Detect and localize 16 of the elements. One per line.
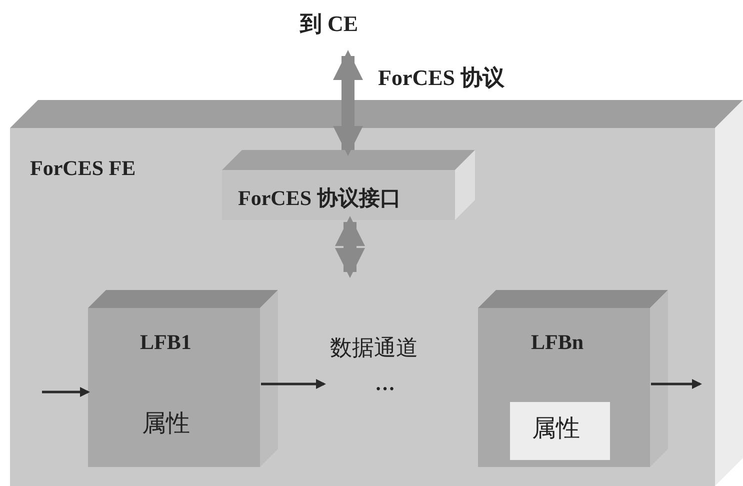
arrow bbox=[42, 387, 90, 397]
edge-label: ForCES 协议 bbox=[378, 66, 504, 90]
arrow bbox=[651, 379, 702, 389]
block-arrow bbox=[335, 216, 365, 278]
attribute-box bbox=[510, 402, 610, 460]
destination-label: 到 CE bbox=[300, 12, 358, 36]
box-title: LFB1 bbox=[140, 330, 192, 354]
ellipsis-label: … bbox=[375, 372, 395, 396]
data-path-label: 数据通道 bbox=[330, 336, 418, 360]
block-arrow bbox=[333, 50, 363, 156]
attribute-label: 属性 bbox=[142, 412, 190, 436]
box-title: ForCES FE bbox=[30, 156, 136, 180]
box-title: ForCES 协议接口 bbox=[238, 186, 401, 210]
arrow bbox=[261, 379, 326, 389]
attribute-label: 属性 bbox=[532, 417, 580, 441]
box-title: LFBn bbox=[531, 330, 584, 354]
